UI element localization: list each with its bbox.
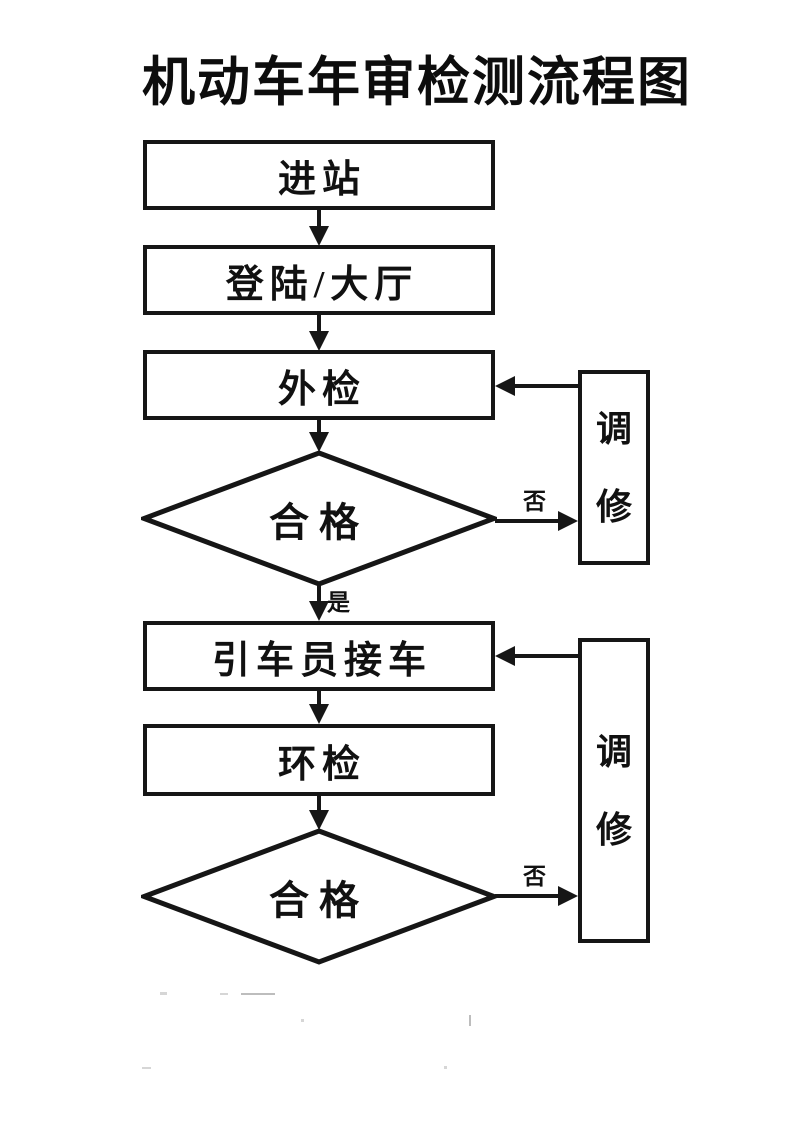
scan-artifact bbox=[444, 1066, 447, 1069]
connector-repair1-to-external bbox=[512, 384, 578, 388]
flow-node-env-inspection-label: 环检 bbox=[277, 743, 366, 786]
connector-login-to-external bbox=[317, 315, 321, 333]
side-node-repair-2-label: 调修 bbox=[595, 731, 632, 850]
scan-artifact bbox=[469, 1015, 471, 1026]
connector-qualified2-to-repair2 bbox=[495, 894, 560, 898]
flow-node-driver-pickup: 引车员接车 bbox=[143, 621, 495, 691]
edge-label-yes-1: 是 bbox=[327, 590, 350, 615]
decision-qualified-1: 合格 bbox=[141, 450, 497, 587]
arrowhead-left-icon bbox=[495, 646, 515, 666]
arrowhead-left-icon bbox=[495, 376, 515, 396]
arrowhead-down-icon bbox=[309, 601, 329, 621]
flow-node-login-hall-label: 登陆/大厅 bbox=[225, 263, 419, 306]
page-title: 机动车年审检测流程图 bbox=[142, 53, 692, 112]
connector-driver-to-env bbox=[317, 690, 321, 706]
side-node-repair-2: 调修 bbox=[578, 638, 650, 943]
connector-env-to-qualified2 bbox=[317, 796, 321, 812]
edge-label-no-2: 否 bbox=[523, 864, 546, 889]
decision-qualified-1-label: 合格 bbox=[269, 499, 369, 545]
decision-diamond-shape bbox=[141, 828, 497, 965]
scan-artifact bbox=[160, 992, 167, 995]
arrowhead-down-icon bbox=[309, 704, 329, 724]
side-node-repair-1-label: 调修 bbox=[595, 408, 632, 527]
flow-node-login-hall: 登陆/大厅 bbox=[143, 245, 495, 315]
arrowhead-down-icon bbox=[309, 226, 329, 246]
flow-node-external-inspection: 外检 bbox=[143, 350, 495, 420]
connector-external-to-qualified1 bbox=[317, 420, 321, 434]
edge-label-no-1: 否 bbox=[523, 489, 546, 514]
decision-qualified-2: 合格 bbox=[141, 828, 497, 965]
decision-qualified-2-label: 合格 bbox=[269, 877, 369, 923]
arrowhead-right-icon bbox=[558, 886, 578, 906]
scan-artifact bbox=[301, 1019, 304, 1022]
arrowhead-right-icon bbox=[558, 511, 578, 531]
flow-node-enter-station: 进站 bbox=[143, 140, 495, 210]
flow-node-env-inspection: 环检 bbox=[143, 724, 495, 796]
flow-node-driver-pickup-label: 引车员接车 bbox=[211, 639, 432, 682]
arrowhead-down-icon bbox=[309, 331, 329, 351]
scan-artifact bbox=[241, 993, 275, 995]
connector-repair2-to-driver bbox=[512, 654, 578, 658]
arrowhead-down-icon bbox=[309, 810, 329, 830]
scan-artifact bbox=[220, 993, 228, 995]
flow-node-enter-station-label: 进站 bbox=[277, 158, 366, 201]
connector-qualified1-to-repair1 bbox=[495, 519, 560, 523]
connector-enter-to-login bbox=[317, 210, 321, 228]
flow-node-external-inspection-label: 外检 bbox=[277, 368, 366, 411]
arrowhead-down-icon bbox=[309, 432, 329, 452]
decision-diamond-shape bbox=[141, 450, 497, 587]
connector-qualified1-to-driver bbox=[317, 585, 321, 603]
scan-artifact bbox=[142, 1067, 151, 1069]
side-node-repair-1: 调修 bbox=[578, 370, 650, 565]
